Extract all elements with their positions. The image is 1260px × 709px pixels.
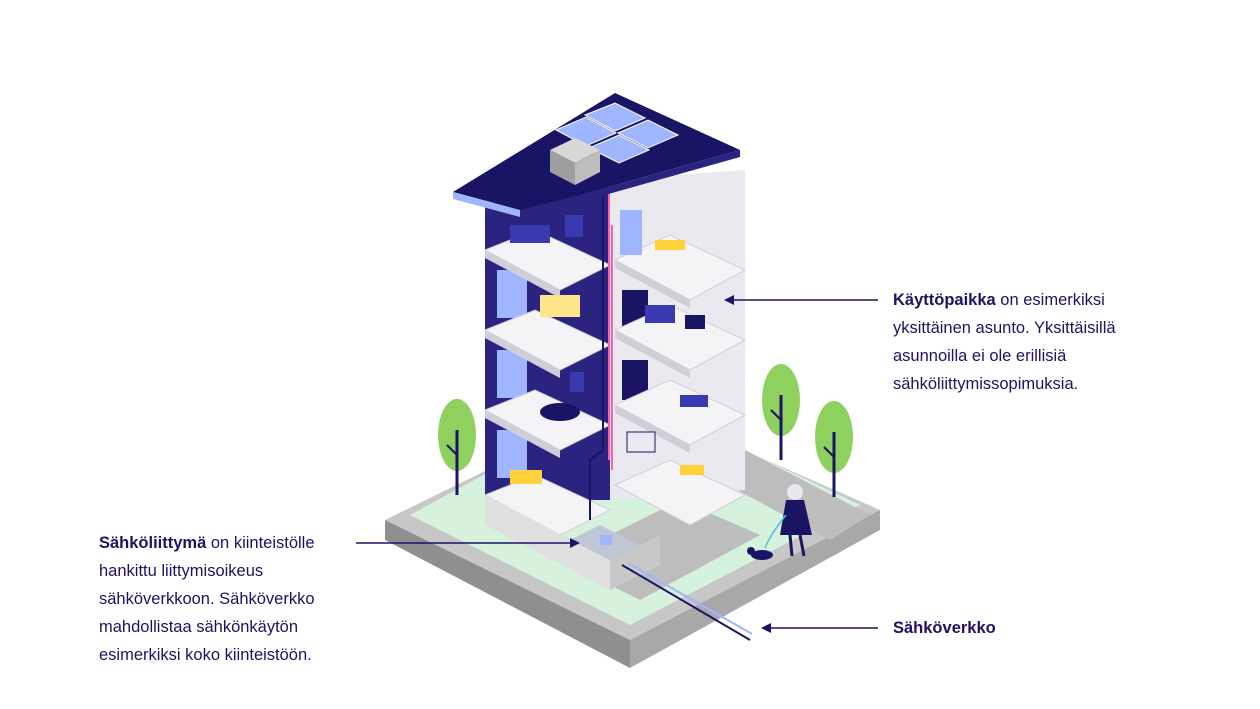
dog-icon: [747, 547, 773, 560]
tree-icon: [762, 364, 800, 460]
tree-icon: [815, 401, 853, 497]
callout-sahkoverkko: Sähköverkko: [893, 614, 996, 642]
text-kayttopaikka: on esimerkiksi yksittäinen asunto. Yksit…: [893, 291, 1116, 393]
roof: [453, 93, 740, 217]
callout-kayttopaikka: Käyttöpaikka on esimerkiksi yksittäinen …: [893, 286, 1153, 398]
term-sahkoliittyma: Sähköliittymä: [99, 534, 207, 552]
person-icon: [764, 484, 812, 557]
arrow-sahkoliittyma: [356, 538, 580, 548]
term-kayttopaikka: Käyttöpaikka: [893, 291, 996, 309]
arrow-sahkoverkko: [761, 623, 878, 633]
text-sahkoliittyma: on kiinteistölle hankittu liittymisoikeu…: [99, 534, 315, 664]
apartment-building: [483, 169, 747, 590]
term-sahkoverkko: Sähköverkko: [893, 619, 996, 637]
arrow-kayttopaikka: [724, 295, 878, 305]
solar-panel-icon: [554, 102, 680, 164]
tree-icon: [438, 399, 476, 495]
grid-cable: [621, 562, 753, 641]
callout-sahkoliittyma: Sähköliittymä on kiinteistölle hankittu …: [99, 529, 359, 669]
